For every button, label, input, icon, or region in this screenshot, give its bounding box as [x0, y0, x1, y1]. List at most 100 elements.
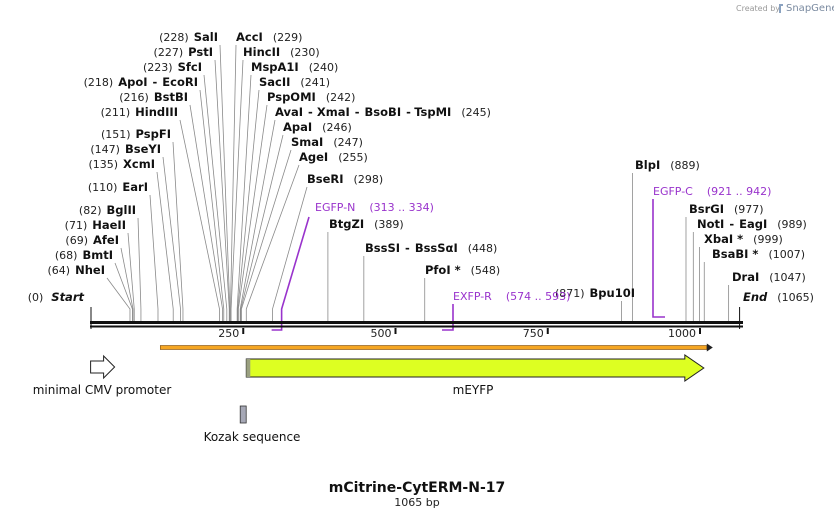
orf-arrowhead — [706, 343, 713, 352]
enzyme-name: BsoBI — [365, 105, 402, 119]
enzyme-site-btgzi: BtgZI(389) — [329, 217, 404, 231]
enzyme-name: PspOMI — [267, 90, 316, 104]
enzyme-site-bmti: (68)BmtI — [55, 248, 113, 262]
enzyme-label: (135)XcmI — [88, 157, 155, 171]
ruler-tick-label: 750 — [523, 327, 544, 340]
enzyme-label: AgeI (255) — [299, 150, 368, 164]
snapgene-credit: Created by SnapGene — [736, 3, 834, 14]
enzyme-label: BseRI(298) — [307, 172, 383, 186]
enzyme-name: BssSαI — [415, 241, 458, 255]
start-end: (0)Start — [28, 290, 92, 329]
enzyme-site-bseri: BseRI(298) — [307, 172, 383, 186]
enzyme-name: PfoI * — [425, 263, 461, 277]
enzyme-name: TspMI — [414, 105, 451, 119]
enzyme-position: (247) — [333, 136, 363, 149]
cut-site-leader — [230, 44, 237, 321]
enzyme-site-sacii: SacII(241) — [259, 75, 330, 89]
cut-site-leader — [203, 74, 228, 321]
dna-backbone — [90, 321, 743, 328]
enzyme-site-pspfi: (151) PspFI — [101, 127, 171, 141]
enzyme-label: PfoI *(548) — [425, 263, 500, 277]
enzyme-position: (151) — [101, 128, 131, 141]
cut-site-leader — [120, 247, 134, 321]
enzyme-position: (1007) — [768, 248, 805, 261]
enzyme-site-hindiii: (211)HindIII — [101, 105, 178, 119]
enzyme-position: (1047) — [769, 271, 806, 284]
enzyme-position: (871) — [555, 287, 585, 300]
end-end: End(1065) — [739, 290, 814, 329]
enzyme-position: (246) — [322, 121, 352, 134]
primer-egfp-c: EGFP-C(921 .. 942) — [652, 185, 772, 318]
enzyme-label: ApaI(246) — [283, 120, 352, 134]
enzyme-name: SalI — [194, 30, 218, 44]
enzyme-site-noti: NotI-EagI(989) — [697, 217, 807, 231]
enzyme-label: NotI-EagI(989) — [697, 217, 807, 231]
cut-site-leader — [214, 59, 230, 321]
enzyme-leaders — [106, 44, 730, 321]
enzyme-name: EcoRI — [162, 75, 198, 89]
enzyme-name: HindIII — [135, 105, 178, 119]
enzyme-position: (242) — [326, 91, 356, 104]
enzyme-position: (229) — [273, 31, 303, 44]
enzyme-site-bstbi: (216)BstBI — [119, 90, 188, 104]
primer-label: EGFP-N(313 .. 334) — [315, 201, 434, 214]
enzyme-name: BstBI — [154, 90, 188, 104]
enzyme-site-bsabi: BsaBI *(1007) — [712, 247, 805, 261]
enzyme-label: SacII(241) — [259, 75, 330, 89]
enzyme-label: BsrGI(977) — [689, 202, 764, 216]
enzyme-label: DraI(1047) — [732, 270, 806, 284]
enzyme-name: SacII — [259, 75, 290, 89]
enzyme-label: BsaBI *(1007) — [712, 247, 805, 261]
enzyme-label: (71)HaeII — [65, 218, 126, 232]
enzyme-name: AgeI — [299, 150, 328, 164]
enzyme-name: BlpI — [635, 158, 660, 172]
enzyme-name: XmaI — [317, 105, 350, 119]
enzyme-site-agei: AgeI (255) — [299, 150, 368, 164]
cut-site-leader — [230, 59, 244, 321]
enzyme-site-haeii: (71)HaeII — [65, 218, 126, 232]
primer-range: (921 .. 942) — [707, 185, 772, 198]
cut-site-leader — [127, 232, 135, 321]
enzyme-label: (82)BglII — [79, 203, 136, 217]
enzyme-position: (64) — [48, 264, 71, 277]
enzyme-label: AvaI-XmaI-BsoBI-TspMI(245) — [275, 105, 491, 119]
cut-site-leader — [219, 44, 231, 321]
enzyme-label: (68)BmtI — [55, 248, 113, 262]
enzyme-label: HincII(230) — [243, 45, 320, 59]
cut-site-leader — [137, 217, 142, 321]
promoter-arrow-icon — [90, 354, 116, 380]
enzyme-name: BssSI — [365, 241, 400, 255]
feature-kozak-sequence: Kozak sequence — [204, 405, 301, 444]
enzyme-site-drai: DraI(1047) — [732, 270, 806, 284]
end-name: End — [743, 290, 768, 304]
enzyme-label: (227)PstI — [154, 45, 213, 59]
enzyme-name: AvaI — [275, 105, 303, 119]
enzyme-label: (110)EarI — [88, 180, 148, 194]
enzyme-site-sali: (228)SalI — [159, 30, 218, 44]
orf-bar — [159, 343, 713, 352]
enzyme-site-bglii: (82)BglII — [79, 203, 136, 217]
end-position: (0) — [28, 291, 44, 304]
sequence-ends: (0)Start End(1065) — [28, 290, 814, 329]
enzyme-separator: - — [308, 105, 313, 119]
enzyme-name: NheI — [75, 263, 105, 277]
enzyme-position: (989) — [777, 218, 807, 231]
feature-label: Kozak sequence — [204, 430, 301, 444]
primer-annotations: EGFP-N(313 .. 334)EXFP-R(574 .. 593)EGFP… — [271, 185, 772, 331]
feature-meyfp: mEYFP — [245, 354, 705, 397]
enzyme-name: XbaI * — [704, 232, 743, 246]
enzyme-name: BmtI — [82, 248, 113, 262]
enzyme-label: BtgZI(389) — [329, 217, 404, 231]
primer-name: EGFP-N — [315, 201, 355, 214]
enzyme-position: (255) — [338, 151, 368, 164]
enzyme-name: BtgZI — [329, 217, 364, 231]
enzyme-name: PspFI — [136, 127, 171, 141]
end-label: (0)Start — [28, 290, 85, 304]
enzyme-position: (977) — [734, 203, 764, 216]
cut-site-leader — [240, 134, 284, 321]
cut-site-leader — [156, 171, 174, 321]
feature-label: mEYFP — [453, 383, 494, 397]
enzyme-label: XbaI *(999) — [704, 232, 783, 246]
enzyme-site-smai: SmaI(247) — [291, 135, 363, 149]
